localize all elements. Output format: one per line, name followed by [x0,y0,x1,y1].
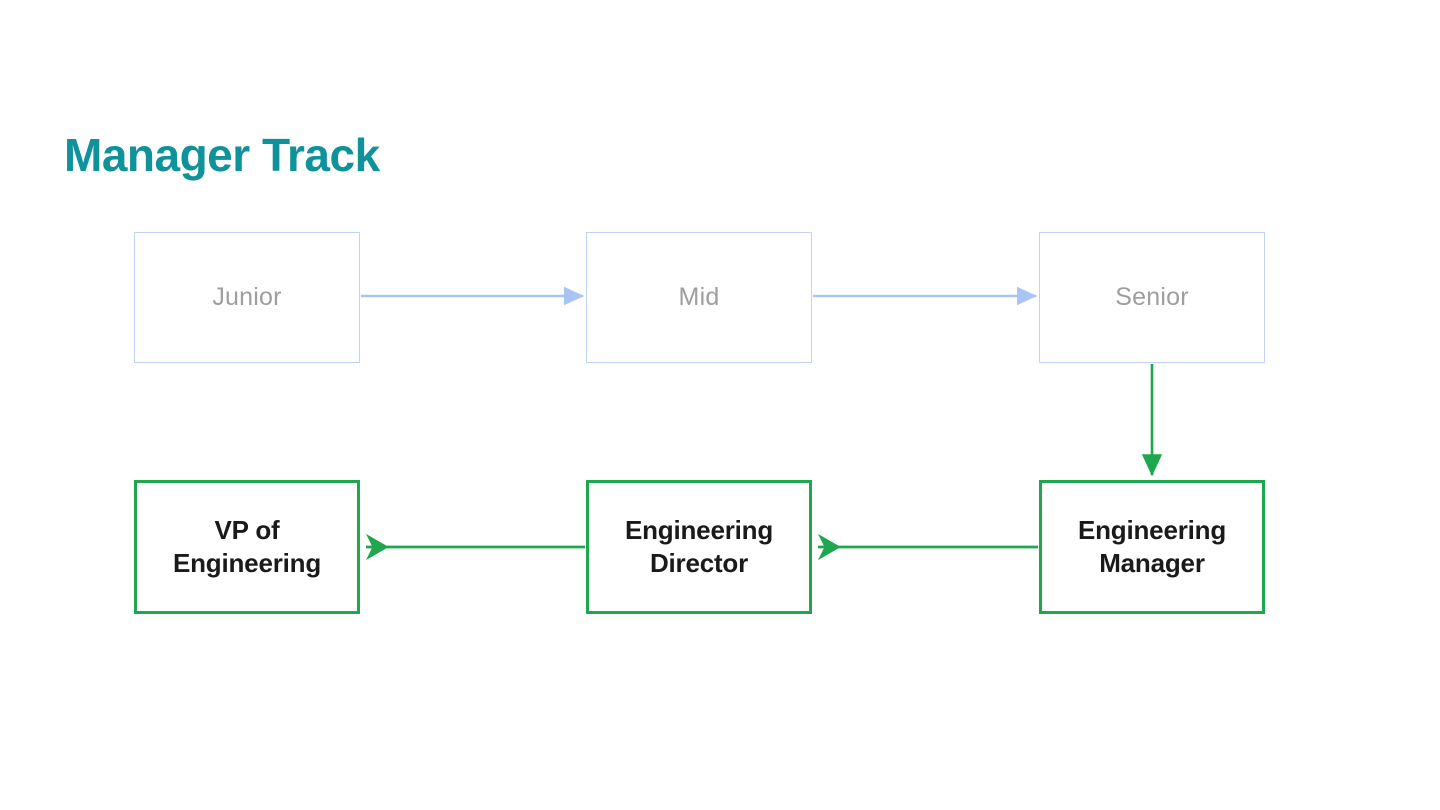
node-engineering-manager-label-line1: Engineering [1077,514,1227,545]
node-engineering-director-label-line2: Director [649,548,749,578]
node-junior[interactable]: Junior [134,232,360,363]
node-vp-of-engineering-label-line2: Engineering [172,548,322,578]
page-title: Manager Track [64,129,380,181]
node-senior[interactable]: Senior [1039,232,1265,363]
node-mid-label: Mid [678,283,720,311]
node-engineering-manager[interactable]: Engineering Manager [1039,480,1265,614]
node-mid[interactable]: Mid [586,232,812,363]
node-vp-of-engineering[interactable]: VP of Engineering [134,480,360,614]
node-senior-label: Senior [1115,283,1189,311]
node-vp-of-engineering-label-line1: VP of [214,514,280,545]
node-engineering-manager-label: Engineering Manager [1072,514,1232,581]
node-engineering-director-label-line1: Engineering [624,514,774,545]
node-engineering-manager-label-line2: Manager [1099,548,1205,578]
node-vp-of-engineering-label: VP of Engineering [167,514,327,581]
node-junior-label: Junior [212,283,282,311]
node-engineering-director-label: Engineering Director [619,514,779,581]
node-engineering-director[interactable]: Engineering Director [586,480,812,614]
